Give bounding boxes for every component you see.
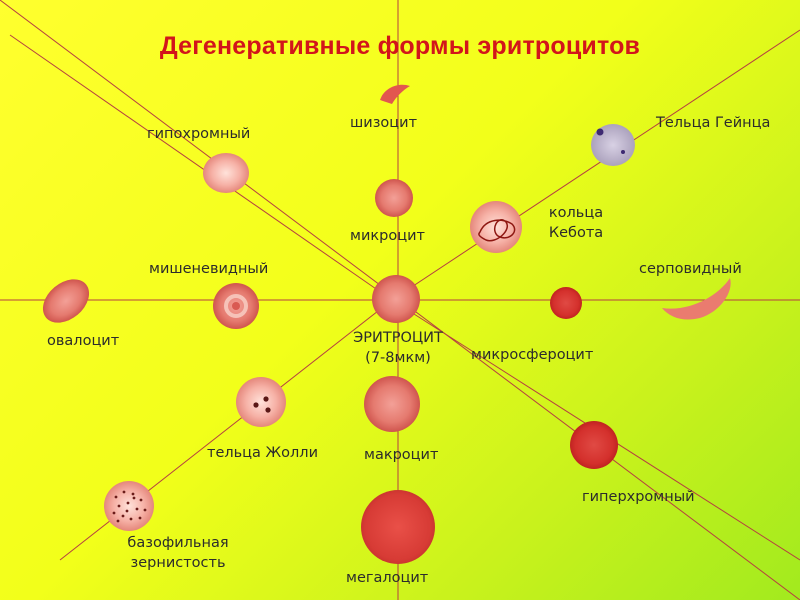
megalocyte-cell xyxy=(361,490,435,564)
label-megalocyte: мегалоцит xyxy=(346,568,428,588)
label-cabot-rings-line2: Кебота xyxy=(538,223,614,243)
label-schizocyte: шизоцит xyxy=(350,113,417,133)
jolly-bodies-cell xyxy=(236,377,286,427)
erythrocyte-cell xyxy=(372,275,420,323)
label-microspherocyte: микросфероцит xyxy=(471,345,593,365)
label-basophilic-stippling: базофильная зернистость xyxy=(106,533,250,573)
label-jolly-bodies: тельца Жолли xyxy=(207,443,318,463)
label-cabot-rings-line1: кольца xyxy=(538,203,614,223)
diagram-title: Дегенеративные формы эритроцитов xyxy=(0,32,800,61)
label-sickle-cell: серповидный xyxy=(639,259,742,279)
label-cabot-rings: кольца Кебота xyxy=(538,203,614,243)
label-hyperchromic: гиперхромный xyxy=(582,487,695,507)
schizocyte-cell xyxy=(380,85,410,104)
label-target-cell: мишеневидный xyxy=(149,259,268,279)
ovalocyte-cell xyxy=(35,270,98,331)
label-erythrocyte-name: ЭРИТРОЦИТ xyxy=(330,328,466,348)
label-microcyte: микроцит xyxy=(350,226,425,246)
microspherocyte-cell xyxy=(550,287,582,319)
cabot-rings-cell xyxy=(470,201,522,253)
heinz-bodies-cell xyxy=(591,124,635,166)
label-basophilic-line2: зернистость xyxy=(106,553,250,573)
sickle-cell xyxy=(662,278,731,320)
label-erythrocyte: ЭРИТРОЦИТ (7-8мкм) xyxy=(330,328,466,368)
microcyte-cell xyxy=(375,179,413,217)
label-heinz-bodies: Тельца Гейнца xyxy=(656,113,770,133)
target-cell xyxy=(213,283,259,329)
label-ovalocyte: овалоцит xyxy=(47,331,119,351)
hypochromic-cell xyxy=(203,153,249,193)
label-macrocyte: макроцит xyxy=(364,445,438,465)
basophilic-stippling-cell xyxy=(104,481,154,531)
label-basophilic-line1: базофильная xyxy=(106,533,250,553)
label-hypochromic: гипохромный xyxy=(147,124,250,144)
macrocyte-cell xyxy=(364,376,420,432)
label-erythrocyte-size: (7-8мкм) xyxy=(330,348,466,368)
hyperchromic-cell xyxy=(570,421,618,469)
